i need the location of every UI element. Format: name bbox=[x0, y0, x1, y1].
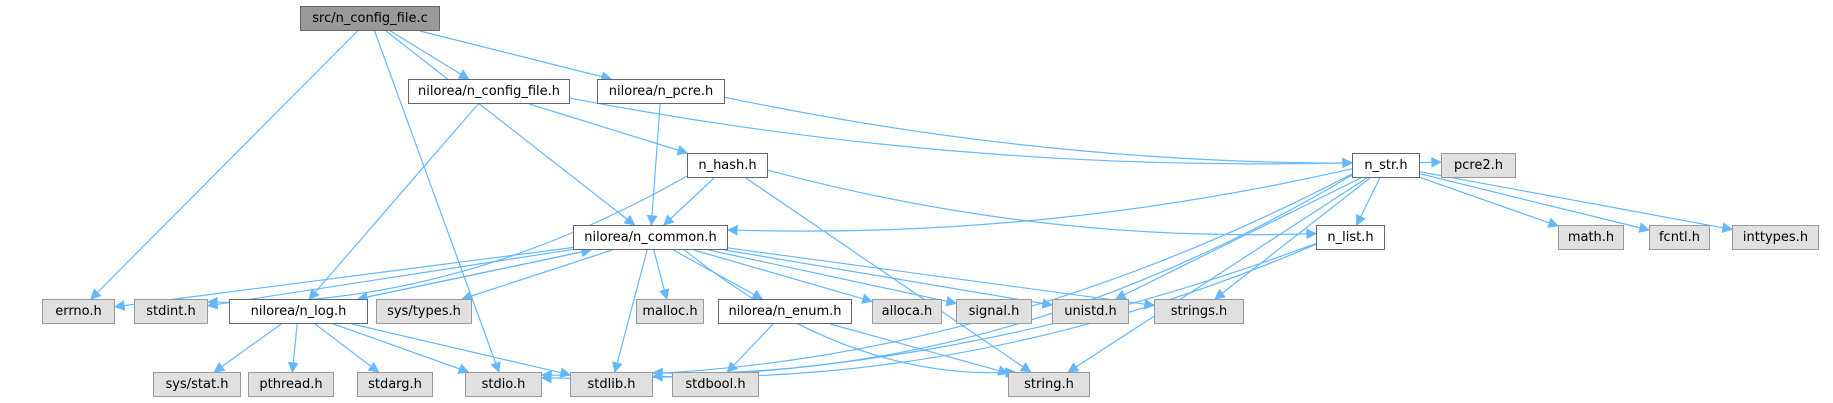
edge-root-to-config-h bbox=[390, 30, 470, 80]
edge-log-h-to-pthread-h bbox=[287, 323, 299, 374]
node-common-h[interactable]: nilorea/n_common.h bbox=[573, 225, 728, 250]
edge-str-h-to-unistd-h bbox=[1114, 177, 1361, 300]
edge-root-to-errno-h bbox=[90, 30, 358, 300]
node-stdio-h: stdio.h bbox=[465, 372, 542, 397]
edge-common-h-to-alloca-h bbox=[693, 249, 874, 304]
node-string-h: string.h bbox=[1008, 372, 1090, 397]
edge-common-h-to-signal-h bbox=[708, 249, 958, 307]
edge-str-h-to-string-h bbox=[1067, 177, 1368, 373]
edge-config-h-to-log-h bbox=[308, 103, 479, 300]
edge-root-to-common-h bbox=[385, 30, 636, 226]
node-unistd-h: unistd.h bbox=[1052, 299, 1129, 324]
edge-enum-h-to-stdbool-h bbox=[726, 323, 774, 373]
node-stdint-h: stdint.h bbox=[134, 299, 208, 324]
edge-root-to-stdio-h bbox=[373, 30, 501, 374]
edge-common-h-to-malloc-h bbox=[653, 249, 670, 301]
node-strings-h: strings.h bbox=[1154, 299, 1244, 324]
node-log-h[interactable]: nilorea/n_log.h bbox=[229, 299, 368, 324]
edge-common-h-to-unistd-h bbox=[724, 249, 1054, 309]
edge-str-h-to-strings-h bbox=[1214, 177, 1371, 300]
edge-config-h-to-str-h bbox=[569, 97, 1354, 169]
node-systypes-h: sys/types.h bbox=[376, 299, 472, 324]
edge-str-h-to-inttypes-h bbox=[1419, 171, 1734, 234]
node-stdlib-h: stdlib.h bbox=[570, 372, 653, 397]
node-root[interactable]: src/n_config_file.c bbox=[300, 6, 440, 31]
node-errno-h: errno.h bbox=[42, 299, 115, 324]
edge-str-h-to-math-h bbox=[1419, 176, 1560, 228]
node-signal-h: signal.h bbox=[956, 299, 1032, 324]
node-pthread-h: pthread.h bbox=[248, 372, 334, 397]
node-config-h[interactable]: nilorea/n_config_file.h bbox=[408, 79, 570, 104]
edge-str-h-to-fcntl-h bbox=[1419, 173, 1651, 233]
node-list-h[interactable]: n_list.h bbox=[1316, 225, 1385, 250]
edge-log-h-to-sysstat-h bbox=[213, 323, 282, 373]
edge-log-h-to-common-h bbox=[357, 246, 593, 300]
edge-log-h-to-stdlib-h bbox=[351, 323, 572, 378]
node-stdbool-h: stdbool.h bbox=[672, 372, 759, 397]
edge-str-h-to-list-h bbox=[1356, 177, 1381, 226]
node-str-h[interactable]: n_str.h bbox=[1352, 153, 1420, 178]
node-sysstat-h: sys/stat.h bbox=[153, 372, 241, 397]
node-inttypes-h: inttypes.h bbox=[1732, 225, 1819, 250]
edge-hash-h-to-list-h bbox=[767, 169, 1318, 240]
edge-str-h-to-stdio-h bbox=[540, 173, 1353, 381]
edge-hash-h-to-common-h bbox=[663, 177, 715, 226]
node-fcntl-h: fcntl.h bbox=[1649, 225, 1710, 250]
node-stdarg-h: stdarg.h bbox=[357, 372, 433, 397]
edge-common-h-to-systypes-h bbox=[461, 249, 613, 302]
edge-common-h-to-string-h bbox=[684, 249, 1017, 378]
node-pcre-h[interactable]: nilorea/n_pcre.h bbox=[597, 79, 725, 104]
edge-common-h-to-stdint-h bbox=[206, 248, 574, 310]
edge-root-to-pcre-h bbox=[419, 30, 613, 82]
node-math-h: math.h bbox=[1558, 225, 1624, 250]
edge-pcre-h-to-common-h bbox=[646, 103, 661, 227]
edge-log-h-to-stdarg-h bbox=[314, 323, 380, 373]
node-enum-h[interactable]: nilorea/n_enum.h bbox=[718, 299, 852, 324]
edge-log-h-to-stdio-h bbox=[333, 323, 470, 374]
edge-config-h-to-hash-h bbox=[529, 103, 689, 156]
edge-str-h-to-common-h bbox=[726, 168, 1353, 236]
edge-common-h-to-strings-h bbox=[727, 247, 1156, 310]
node-pcre2-h: pcre2.h bbox=[1441, 153, 1516, 178]
edge-common-h-to-stdlib-h bbox=[612, 249, 648, 374]
edge-common-h-to-errno-h bbox=[113, 246, 574, 311]
node-hash-h[interactable]: n_hash.h bbox=[687, 153, 768, 178]
node-alloca-h: alloca.h bbox=[872, 299, 942, 324]
edge-enum-h-to-string-h bbox=[830, 323, 1010, 376]
edge-pcre-h-to-pcre2-h bbox=[724, 96, 1443, 168]
edge-str-h-to-stdlib-h bbox=[651, 174, 1353, 379]
node-malloc-h: malloc.h bbox=[636, 299, 704, 324]
